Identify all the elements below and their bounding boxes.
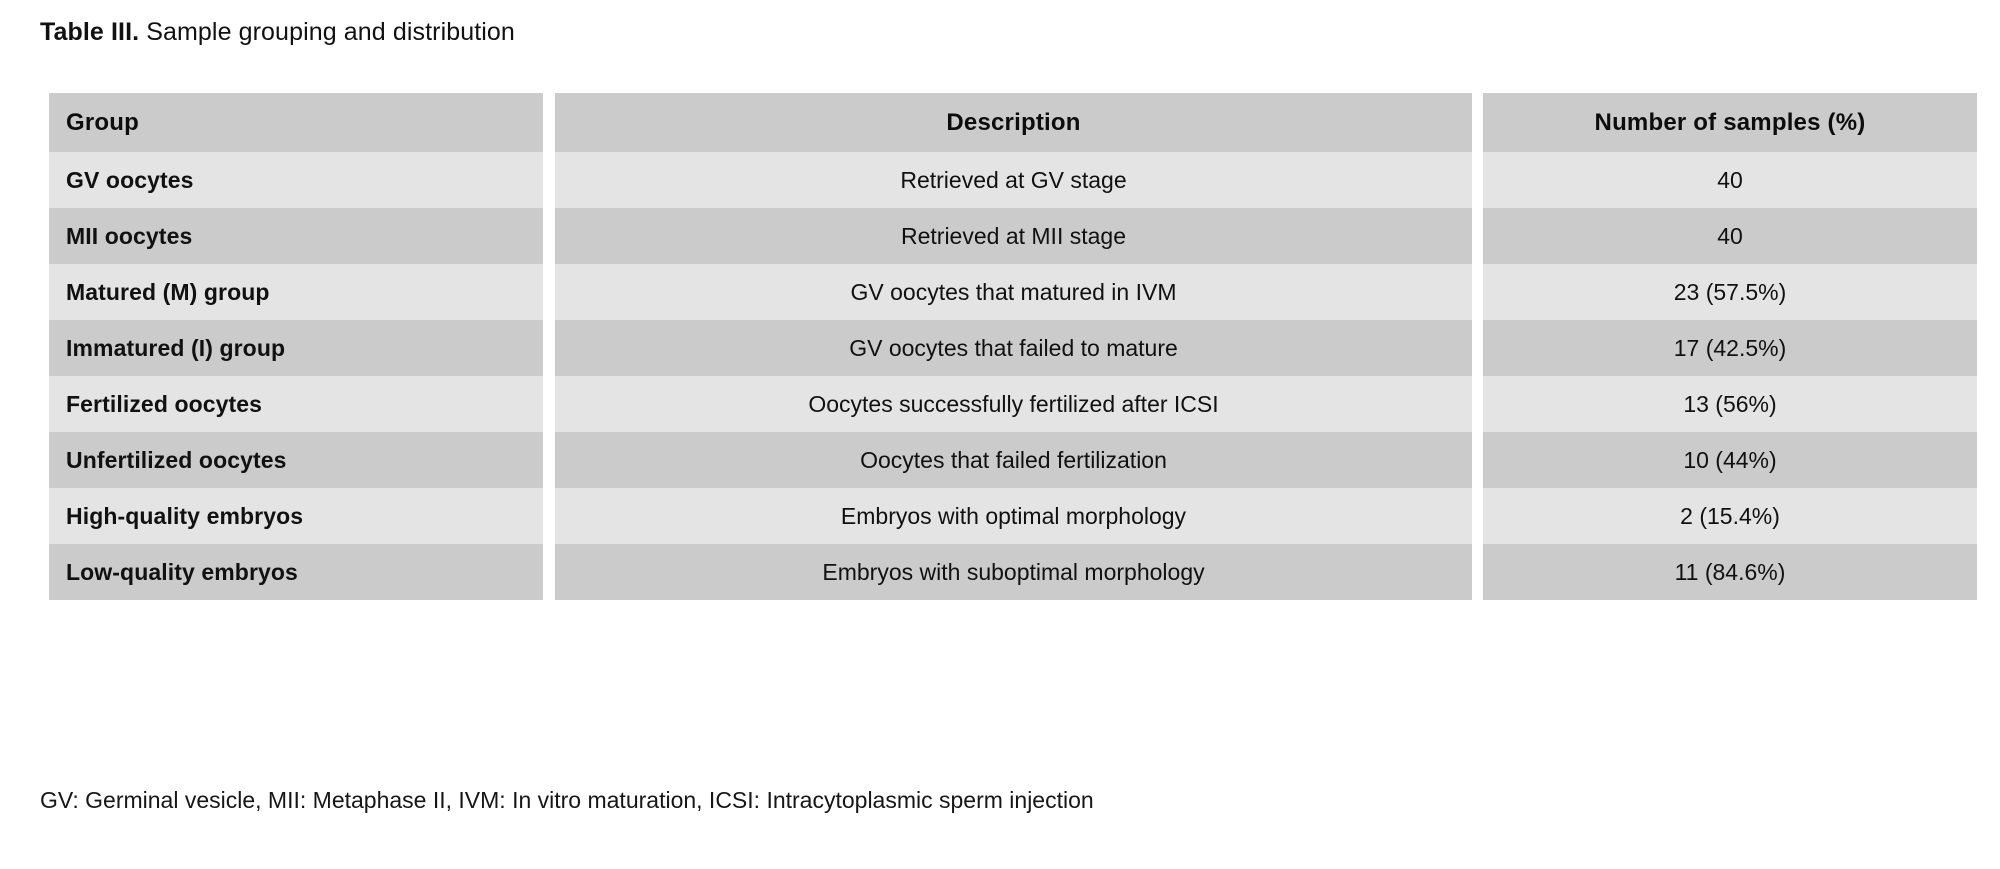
cell-description: GV oocytes that matured in IVM (555, 264, 1472, 320)
column-gutter-a (543, 93, 555, 152)
cell-count: 13 (56%) (1483, 376, 1977, 432)
cell-description: GV oocytes that failed to mature (555, 320, 1472, 376)
row-gutter-b (1472, 320, 1483, 376)
table-row: Fertilized oocytes Oocytes successfully … (49, 376, 1977, 432)
cell-count: 23 (57.5%) (1483, 264, 1977, 320)
row-gutter-a (543, 320, 555, 376)
sample-grouping-table: Group Description Number of samples (%) … (49, 93, 1977, 600)
row-gutter-b (1472, 488, 1483, 544)
cell-group: Fertilized oocytes (49, 376, 543, 432)
table-caption-text: Sample grouping and distribution (139, 18, 515, 46)
cell-description: Embryos with optimal morphology (555, 488, 1472, 544)
table-caption: Table III. Sample grouping and distribut… (40, 16, 515, 48)
cell-count: 2 (15.4%) (1483, 488, 1977, 544)
cell-description: Oocytes successfully fertilized after IC… (555, 376, 1472, 432)
row-gutter-a (543, 152, 555, 208)
cell-description: Oocytes that failed fertilization (555, 432, 1472, 488)
row-gutter-b (1472, 208, 1483, 264)
table-row: High-quality embryos Embryos with optima… (49, 488, 1977, 544)
row-gutter-a (543, 432, 555, 488)
row-gutter-a (543, 376, 555, 432)
table-caption-label: Table III. (40, 18, 140, 46)
column-header-description: Description (555, 93, 1472, 152)
cell-count: 10 (44%) (1483, 432, 1977, 488)
cell-description: Retrieved at MII stage (555, 208, 1472, 264)
column-header-count: Number of samples (%) (1483, 93, 1977, 152)
table-header: Group Description Number of samples (%) (49, 93, 1977, 152)
row-gutter-b (1472, 432, 1483, 488)
table-container: Group Description Number of samples (%) … (49, 93, 1977, 600)
table-row: Matured (M) group GV oocytes that mature… (49, 264, 1977, 320)
column-gutter-b (1472, 93, 1483, 152)
cell-group: GV oocytes (49, 152, 543, 208)
cell-description: Retrieved at GV stage (555, 152, 1472, 208)
table-row: Low-quality embryos Embryos with subopti… (49, 544, 1977, 600)
cell-count: 40 (1483, 208, 1977, 264)
cell-group: Immatured (I) group (49, 320, 543, 376)
row-gutter-b (1472, 376, 1483, 432)
cell-count: 11 (84.6%) (1483, 544, 1977, 600)
cell-count: 17 (42.5%) (1483, 320, 1977, 376)
row-gutter-b (1472, 544, 1483, 600)
row-gutter-a (543, 208, 555, 264)
row-gutter-a (543, 488, 555, 544)
cell-group: MII oocytes (49, 208, 543, 264)
row-gutter-b (1472, 264, 1483, 320)
cell-group: High-quality embryos (49, 488, 543, 544)
table-row: Immatured (I) group GV oocytes that fail… (49, 320, 1977, 376)
table-row: Unfertilized oocytes Oocytes that failed… (49, 432, 1977, 488)
cell-group: Unfertilized oocytes (49, 432, 543, 488)
row-gutter-b (1472, 152, 1483, 208)
row-gutter-a (543, 264, 555, 320)
table-row: GV oocytes Retrieved at GV stage 40 (49, 152, 1977, 208)
cell-group: Low-quality embryos (49, 544, 543, 600)
row-gutter-a (543, 544, 555, 600)
cell-description: Embryos with suboptimal morphology (555, 544, 1472, 600)
cell-count: 40 (1483, 152, 1977, 208)
table-body: GV oocytes Retrieved at GV stage 40 MII … (49, 152, 1977, 600)
table-row: MII oocytes Retrieved at MII stage 40 (49, 208, 1977, 264)
cell-group: Matured (M) group (49, 264, 543, 320)
table-header-row: Group Description Number of samples (%) (49, 93, 1977, 152)
column-header-group: Group (49, 93, 543, 152)
table-footnote: GV: Germinal vesicle, MII: Metaphase II,… (40, 787, 1094, 813)
